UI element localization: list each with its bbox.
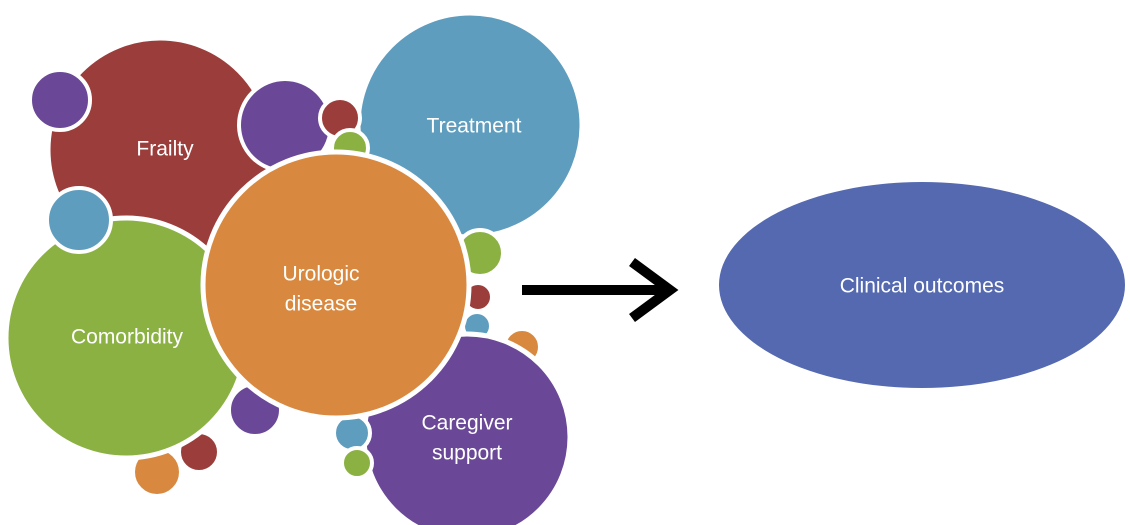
caregiver-support-label-line1: Caregiver: [421, 412, 512, 435]
decorative-bubble-purple: [28, 68, 92, 132]
treatment-label: Treatment: [427, 115, 522, 138]
decorative-bubble-green: [340, 446, 374, 480]
arrow-right-icon: [522, 257, 679, 323]
caregiver-support-label-line2: support: [432, 442, 502, 465]
clinical-outcomes-ellipse: [719, 182, 1125, 388]
comorbidity-label: Comorbidity: [71, 326, 184, 349]
urologic-disease-bubble: [200, 149, 472, 421]
urologic-disease-label-line2: disease: [285, 293, 357, 316]
urologic-disease-label-line1: Urologic: [282, 263, 359, 286]
clinical-outcomes-label: Clinical outcomes: [840, 275, 1005, 298]
decorative-bubble-blue: [45, 186, 113, 254]
frailty-label: Frailty: [136, 138, 194, 161]
